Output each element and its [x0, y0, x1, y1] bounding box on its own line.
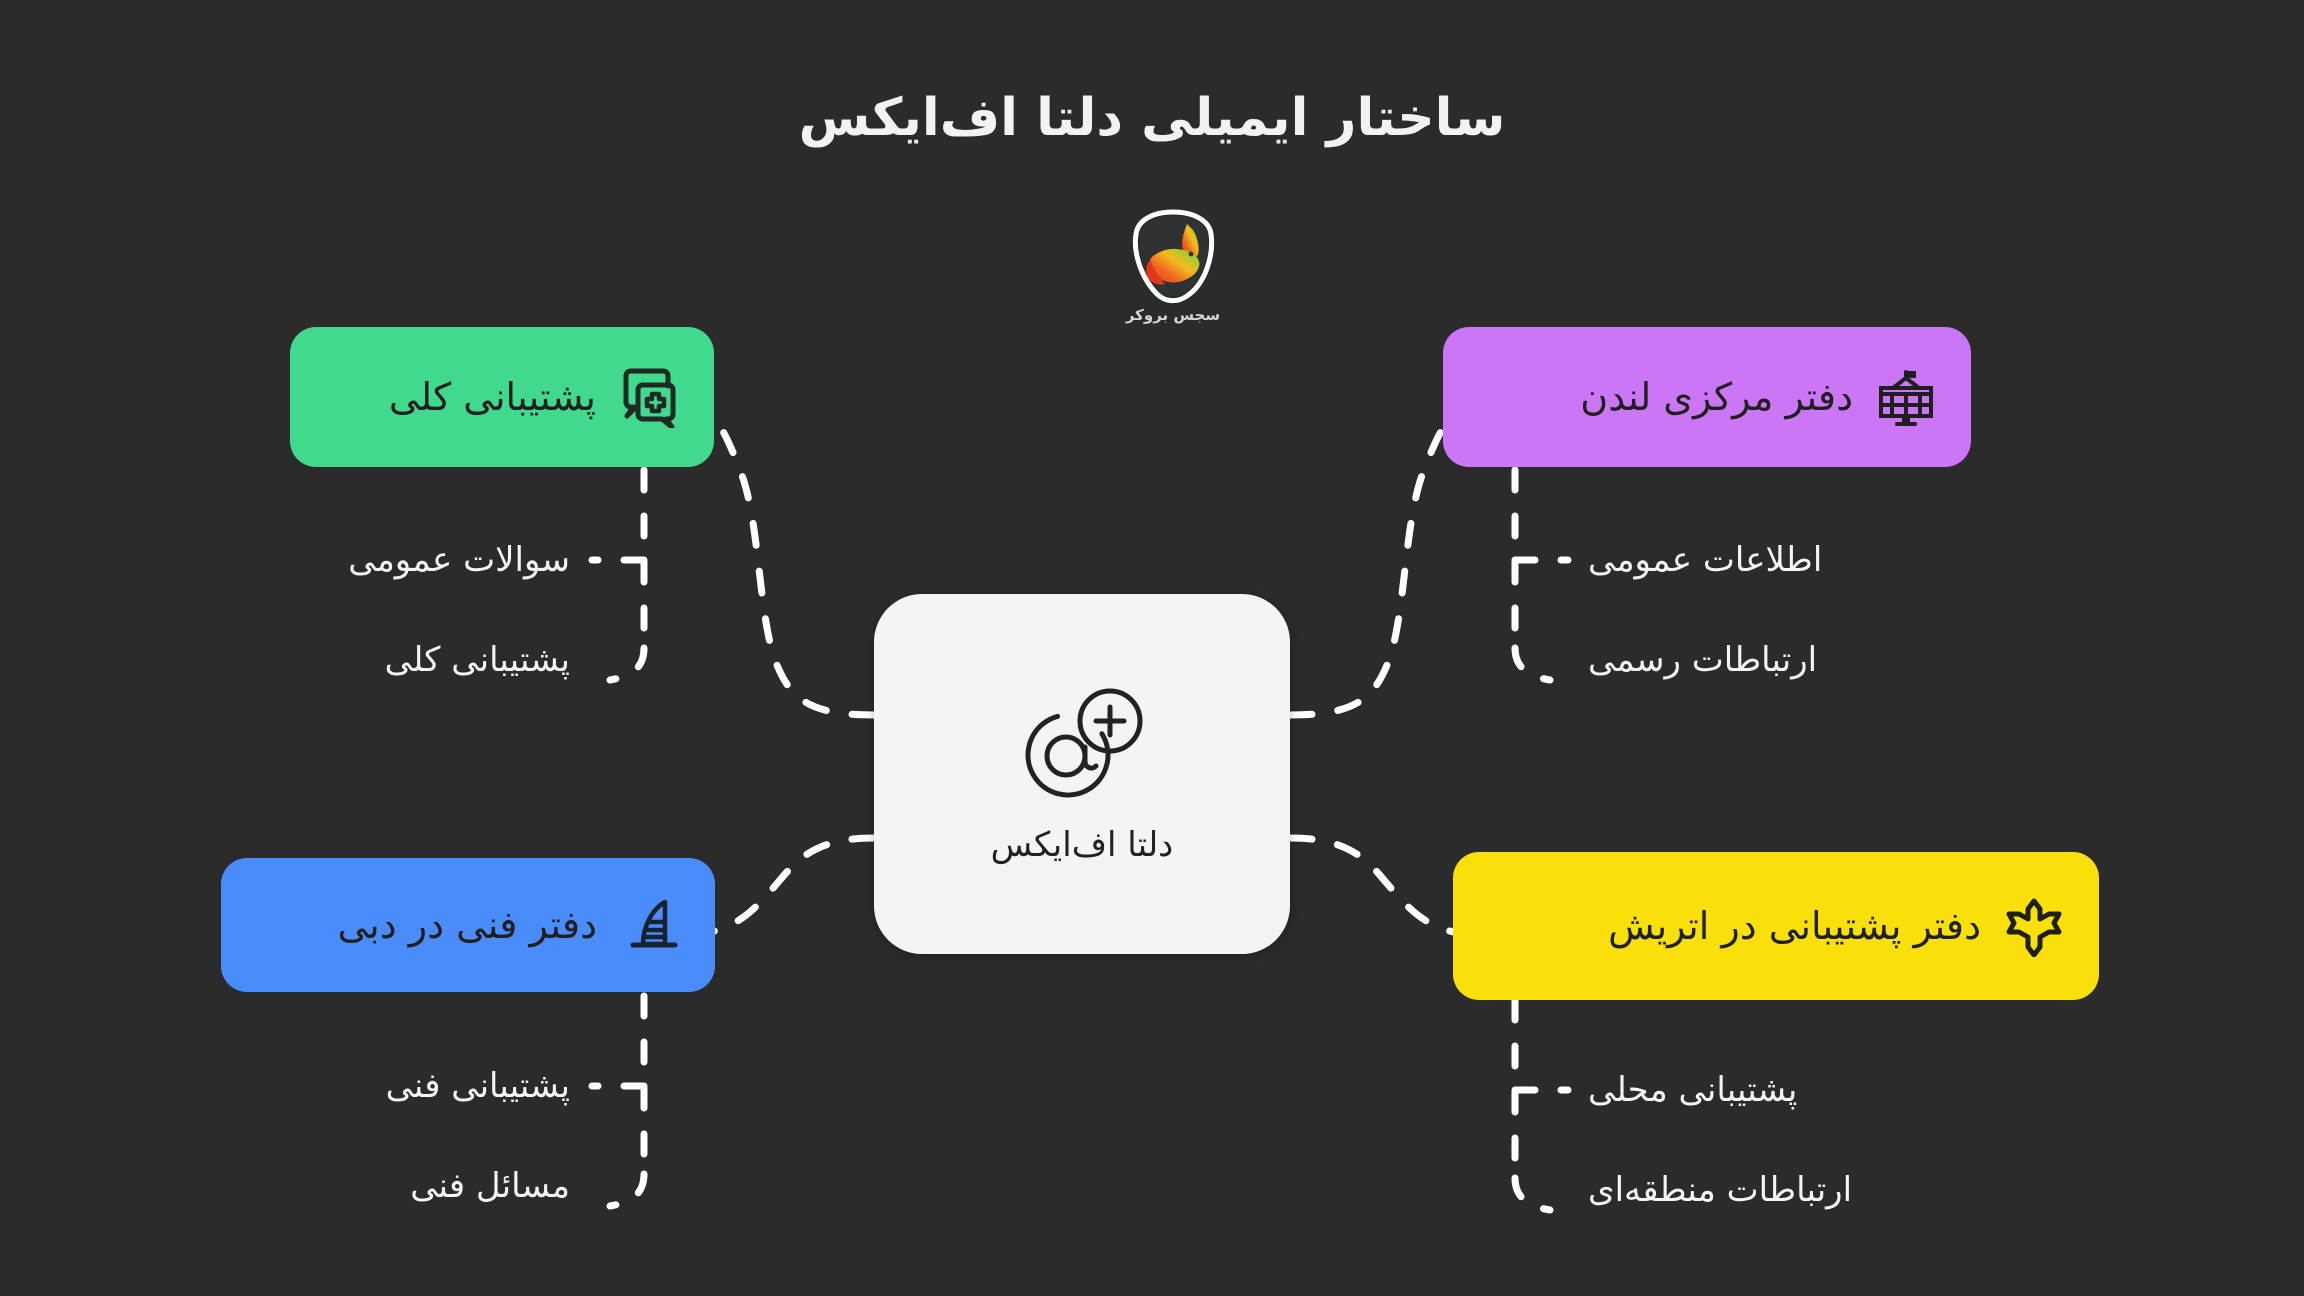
- node-general-support[interactable]: پشتیبانی کلی: [290, 327, 714, 467]
- edge-center-to-dubai-office: [696, 834, 878, 938]
- subitem-dubai-office-1: پشتیبانی فنی: [385, 1066, 570, 1106]
- edge-center-to-austria-office: [1286, 834, 1468, 938]
- node-dubai-technical-office[interactable]: دفتر فنی در دبی: [221, 858, 715, 992]
- subitem-austria-office-1: پشتیبانی محلی: [1588, 1070, 1798, 1110]
- node-london-head-office[interactable]: دفتر مرکزی لندن: [1443, 327, 1971, 467]
- bull-head-logo-icon: [1132, 209, 1215, 304]
- subitem-london-office-2: ارتباطات رسمی: [1588, 640, 1818, 680]
- brand-name: سجس بروکر: [1125, 306, 1221, 324]
- branch-austria-office-child-2: [1511, 1174, 1554, 1214]
- email-at-plus-icon: [1025, 688, 1143, 798]
- center-node-label: دلتا اف‌ایکس: [990, 825, 1174, 865]
- burj-al-arab-icon: [630, 899, 678, 948]
- page-title: ساختار ایمیلی دلتا اف‌ایکس: [798, 88, 1506, 148]
- subitem-dubai-office-2: مسائل فنی: [410, 1166, 570, 1206]
- asterisk-star-icon: [2006, 898, 2062, 957]
- subitem-london-office-1: اطلاعات عمومی: [1588, 540, 1823, 580]
- node-general-support-label: پشتیبانی کلی: [388, 375, 596, 419]
- brand-logo: سجس بروکر: [1093, 208, 1253, 324]
- subitem-austria-office-2: ارتباطات منطقه‌ای: [1588, 1170, 1853, 1210]
- node-dubai-technical-office-label: دفتر فنی در دبی: [337, 903, 597, 947]
- branch-dubai-office-child-2: [606, 1170, 648, 1210]
- government-building-icon: [1879, 370, 1933, 426]
- branch-london-office-child-2: [1511, 644, 1554, 684]
- edge-center-to-general-support: [696, 396, 878, 719]
- subitem-general-support-2: پشتیبانی کلی: [384, 640, 570, 680]
- node-london-head-office-label: دفتر مرکزی لندن: [1580, 375, 1853, 419]
- support-chat-plus-icon: [623, 368, 676, 428]
- center-node-delta-fx[interactable]: دلتا اف‌ایکس: [874, 594, 1290, 954]
- subitem-general-support-1: سوالات عمومی: [348, 540, 570, 580]
- edge-center-to-london-office: [1286, 396, 1468, 719]
- node-austria-support-office[interactable]: دفتر پشتیبانی در اتریش: [1453, 852, 2099, 1000]
- node-austria-support-office-label: دفتر پشتیبانی در اتریش: [1608, 904, 1981, 948]
- branch-general-support-child-2: [606, 644, 648, 684]
